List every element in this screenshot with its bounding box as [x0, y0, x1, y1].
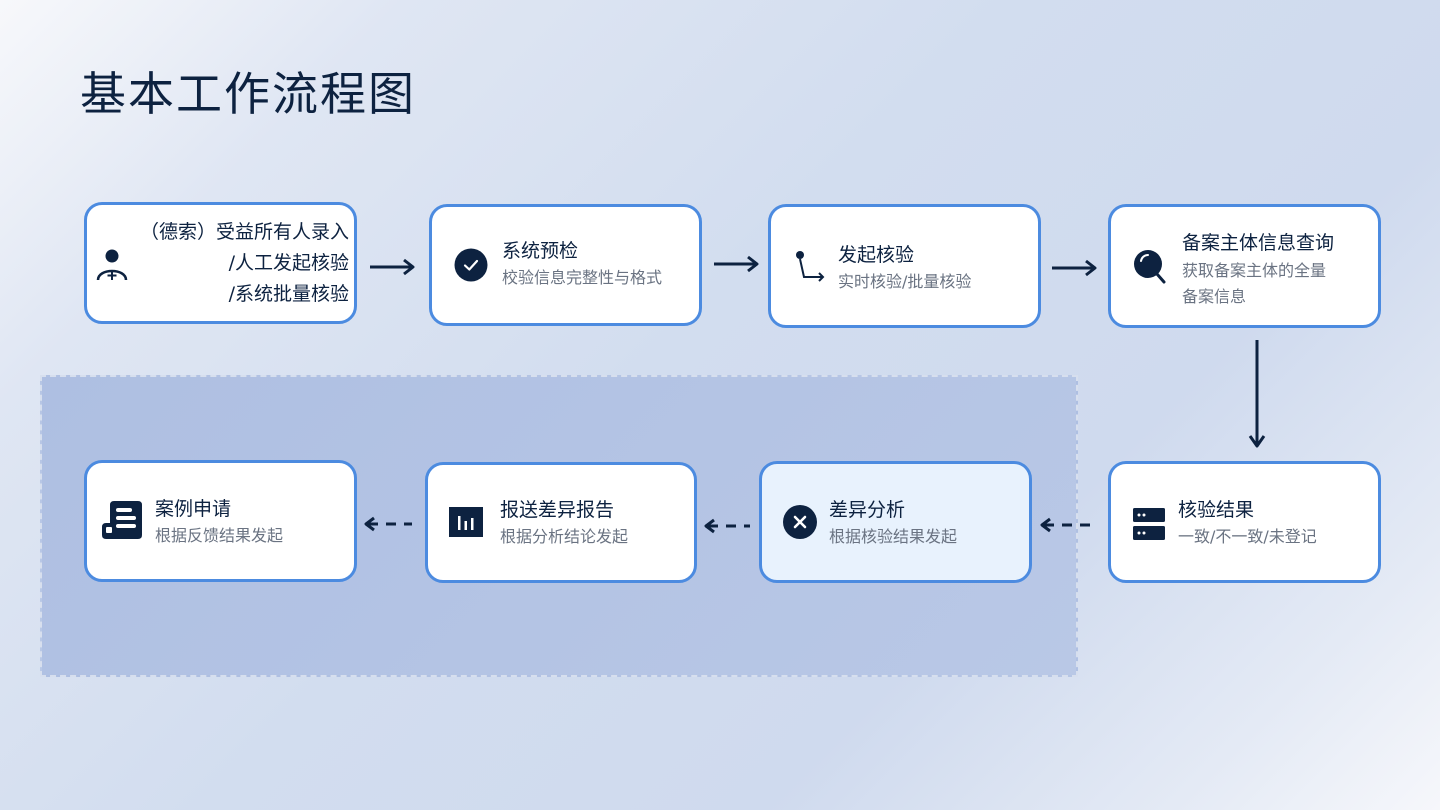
query-subtitle-line-1: 获取备案主体的全量 [1182, 261, 1327, 280]
card-report[interactable]: 报送差异报告 根据分析结论发起 [425, 462, 697, 583]
arrow-precheck-to-verify [714, 255, 759, 273]
card-input[interactable]: （德索）受益所有人录入 /人工发起核验 /系统批量核验 [84, 202, 357, 324]
arrow-diff-to-report [704, 518, 750, 534]
report-title: 报送差异报告 [500, 499, 615, 521]
precheck-subtitle: 校验信息完整性与格式 [502, 268, 663, 287]
verify-subtitle: 实时核验/批量核验 [838, 272, 972, 291]
input-text: （德索）受益所有人录入 /人工发起核验 /系统批量核验 [117, 217, 349, 310]
route-icon [791, 249, 833, 289]
search-icon [1133, 249, 1167, 285]
precheck-title: 系统预检 [502, 240, 579, 262]
close-circle-icon [782, 504, 818, 540]
arrow-input-to-precheck [370, 258, 415, 276]
input-line-3: /系统批量核验 [228, 283, 349, 305]
case-form-icon [100, 499, 144, 541]
arrow-result-to-diff [1040, 517, 1096, 533]
query-subtitle-line-2: 备案信息 [1182, 287, 1247, 306]
card-case[interactable]: 案例申请 根据反馈结果发起 [84, 460, 357, 582]
bar-chart-icon [448, 506, 484, 540]
user-add-icon [95, 247, 129, 283]
case-title: 案例申请 [155, 498, 232, 520]
result-title: 核验结果 [1178, 499, 1255, 521]
query-title: 备案主体信息查询 [1182, 232, 1335, 254]
result-subtitle: 一致/不一致/未登记 [1178, 527, 1317, 546]
input-line-1: （德索）受益所有人录入 [139, 221, 349, 243]
card-precheck[interactable]: 系统预检 校验信息完整性与格式 [429, 204, 702, 326]
case-subtitle: 根据反馈结果发起 [155, 526, 284, 545]
card-result[interactable]: 核验结果 一致/不一致/未登记 [1108, 461, 1381, 583]
card-verify[interactable]: 发起核验 实时核验/批量核验 [768, 204, 1041, 328]
card-query[interactable]: 备案主体信息查询 获取备案主体的全量 备案信息 [1108, 204, 1381, 328]
arrow-report-to-case [364, 516, 412, 532]
report-subtitle: 根据分析结论发起 [500, 527, 629, 546]
input-line-2: /人工发起核验 [228, 252, 349, 274]
server-icon [1131, 506, 1167, 542]
verify-title: 发起核验 [838, 244, 915, 266]
check-circle-icon [454, 248, 488, 282]
page-title: 基本工作流程图 [80, 67, 416, 121]
diff-subtitle: 根据核验结果发起 [829, 527, 958, 546]
arrow-query-to-result [1248, 340, 1266, 448]
diff-title: 差异分析 [829, 499, 906, 521]
arrow-verify-to-query [1052, 259, 1097, 277]
card-diff[interactable]: 差异分析 根据核验结果发起 [759, 461, 1032, 583]
